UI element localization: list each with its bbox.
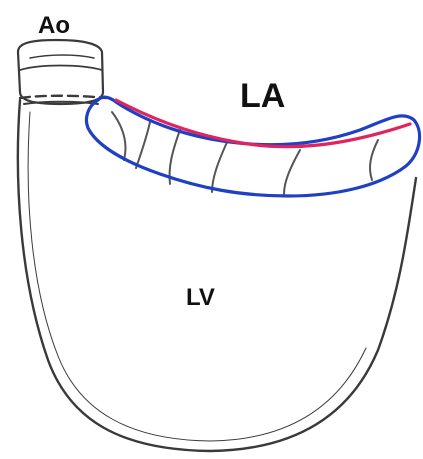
aorta-root: [18, 40, 106, 104]
aorta-label: Ao: [38, 12, 70, 39]
left-ventricle-outline: [18, 100, 416, 451]
left-ventricle-label: LV: [186, 284, 215, 311]
left-atrium-label: LA: [240, 77, 285, 115]
leaflet-hatching: [112, 112, 378, 194]
left-ventricle-inner-line: [28, 112, 366, 441]
